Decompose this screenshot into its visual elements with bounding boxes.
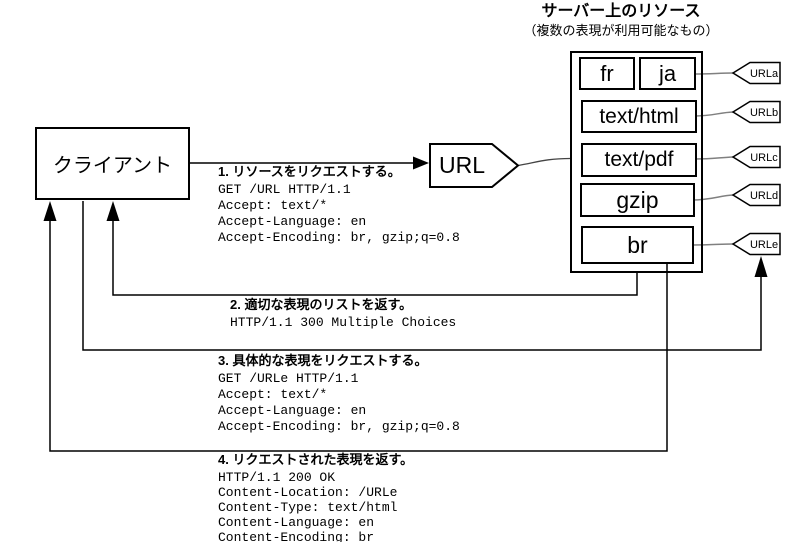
url-tag-label-a: URLa	[749, 67, 779, 80]
message-4-block: 4. リクエストされた表現を返す。 HTTP/1.1 200 OK Conten…	[218, 452, 413, 542]
response-2-line	[112, 220, 638, 296]
resource-box-gzip: gzip	[580, 183, 695, 217]
message-line: Content-Type: text/html	[218, 500, 398, 515]
server-panel-header: サーバー上のリソース （複数の表現が利用可能なもの）	[521, 2, 721, 39]
message-1-heading: 1. リソースをリクエストする。	[218, 164, 401, 179]
url-tag-label-b: URLb	[749, 106, 779, 119]
message-line: Accept-Language: en	[218, 403, 367, 418]
request-3-line	[82, 201, 762, 351]
client-label: クライアント	[52, 155, 173, 177]
request-1-arrowhead	[413, 156, 429, 170]
resource-box-textpdf: text/pdf	[581, 143, 697, 177]
url-tag-shape-c	[731, 145, 781, 169]
message-4-heading: 4. リクエストされた表現を返す。	[218, 452, 414, 467]
response-4-line	[49, 220, 668, 452]
url-tag-shape-e	[731, 232, 781, 256]
message-line: GET /URL HTTP/1.1	[218, 182, 351, 197]
message-line: HTTP/1.1 300 Multiple Choices	[230, 315, 457, 330]
resource-label: fr	[600, 60, 614, 86]
server-title: サーバー上のリソース	[541, 3, 701, 20]
response-4-arrowhead	[43, 201, 57, 221]
connector-texthtml-urlb	[694, 111, 734, 117]
connector-textpdf-urlc	[694, 156, 734, 160]
message-3-block: 3. 具体的な表現をリクエストする。 GET /URLe HTTP/1.1 Ac…	[218, 353, 460, 435]
server-resources-box	[570, 51, 703, 273]
message-1-block: 1. リソースをリクエストする。 GET /URL HTTP/1.1 Accep…	[218, 164, 460, 246]
message-line: HTTP/1.1 200 OK	[218, 470, 336, 485]
message-2-block: 2. 適切な表現のリストを返す。 HTTP/1.1 300 Multiple C…	[230, 297, 456, 331]
message-line: Content-Location: /URLe	[218, 485, 398, 500]
message-2-heading: 2. 適切な表現のリストを返す。	[230, 297, 413, 312]
url-tag-shape-a	[731, 61, 781, 85]
message-line: Accept: text/*	[218, 198, 328, 213]
message-line: Accept-Encoding: br, gzip;q=0.8	[218, 419, 460, 434]
message-3-heading: 3. 具体的な表現をリクエストする。	[218, 353, 428, 368]
connector-url-server	[517, 157, 571, 167]
connector-ja-urla	[693, 72, 734, 75]
resource-label: ja	[658, 60, 677, 86]
resource-label: br	[627, 231, 648, 258]
response-2-arrowhead	[106, 201, 120, 221]
message-line: GET /URLe HTTP/1.1	[218, 371, 359, 386]
connector-gzip-urld	[691, 194, 734, 201]
message-line: Content-Encoding: br	[218, 530, 375, 542]
resource-box-br: br	[581, 226, 694, 264]
resource-box-fr: fr	[579, 57, 635, 90]
url-tag-label-e: URLe	[749, 238, 779, 251]
request-3-arrowhead	[754, 256, 768, 277]
resource-box-texthtml: text/html	[581, 100, 697, 133]
client-box: クライアント	[35, 127, 190, 200]
connector-br-urle	[690, 243, 734, 246]
url-tag-label-d: URLd	[749, 189, 779, 202]
url-node-shape	[429, 143, 520, 188]
message-line: Accept-Encoding: br, gzip;q=0.8	[218, 230, 460, 245]
server-subtitle: （複数の表現が利用可能なもの）	[523, 23, 719, 38]
url-tag-label-c: URLc	[750, 151, 778, 164]
resource-label: text/html	[599, 104, 679, 128]
message-line: Content-Language: en	[218, 515, 375, 530]
url-node-label: URL	[438, 152, 485, 178]
url-tag-shape-b	[731, 100, 781, 124]
resource-label: text/pdf	[604, 148, 674, 171]
resource-box-ja: ja	[639, 57, 696, 90]
message-line: Accept: text/*	[218, 387, 328, 402]
message-line: Accept-Language: en	[218, 214, 367, 229]
url-tag-shape-d	[731, 183, 781, 207]
resource-label: gzip	[616, 186, 659, 213]
